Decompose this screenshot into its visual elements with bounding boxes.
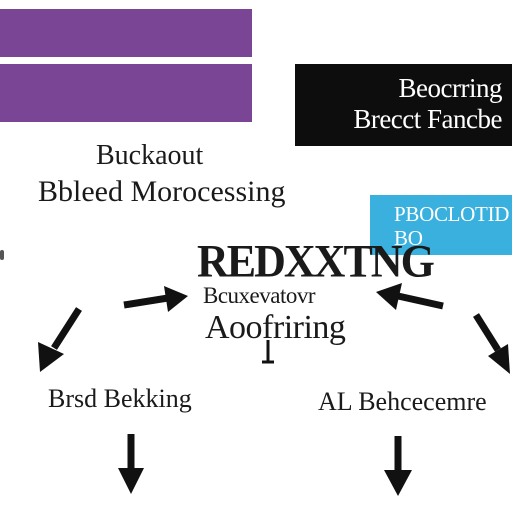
black-box-line2: Brecct Fancbe <box>353 104 502 134</box>
center-subtitle-1: Bcuxevatovr <box>203 283 316 308</box>
blue-box-line1: PBOCLOTID <box>394 202 510 226</box>
black-box-line1: Beocrring <box>398 73 503 103</box>
top-right-black-box: Beocrring Brecct Fancbe <box>295 64 512 146</box>
top-left-label-line1: Buckaout <box>96 140 204 171</box>
arrow-right-icon <box>123 286 188 312</box>
purple-banner-top <box>0 9 252 57</box>
left-edge-mark <box>0 250 4 260</box>
bottom-right-label: AL Behcecemre <box>318 387 487 416</box>
arrow-down-icon-right <box>384 436 412 496</box>
bottom-left-label: Brsd Bekking <box>48 384 192 413</box>
center-subtitle-2: Aoofriring <box>205 309 346 346</box>
center-title: REDXXTNG <box>197 235 435 288</box>
blue-box-line2: BO TRUCHRE <box>394 226 490 274</box>
arrow-down-left-icon <box>38 307 82 372</box>
right-blue-box: PBOCLOTID BO TRUCHRE <box>370 195 512 274</box>
arrow-down-icon-left <box>118 434 144 494</box>
purple-banner-bottom <box>0 64 252 122</box>
arrow-down-right-icon <box>473 313 510 374</box>
top-left-label-line2: Bbleed Morocessing <box>38 175 286 208</box>
